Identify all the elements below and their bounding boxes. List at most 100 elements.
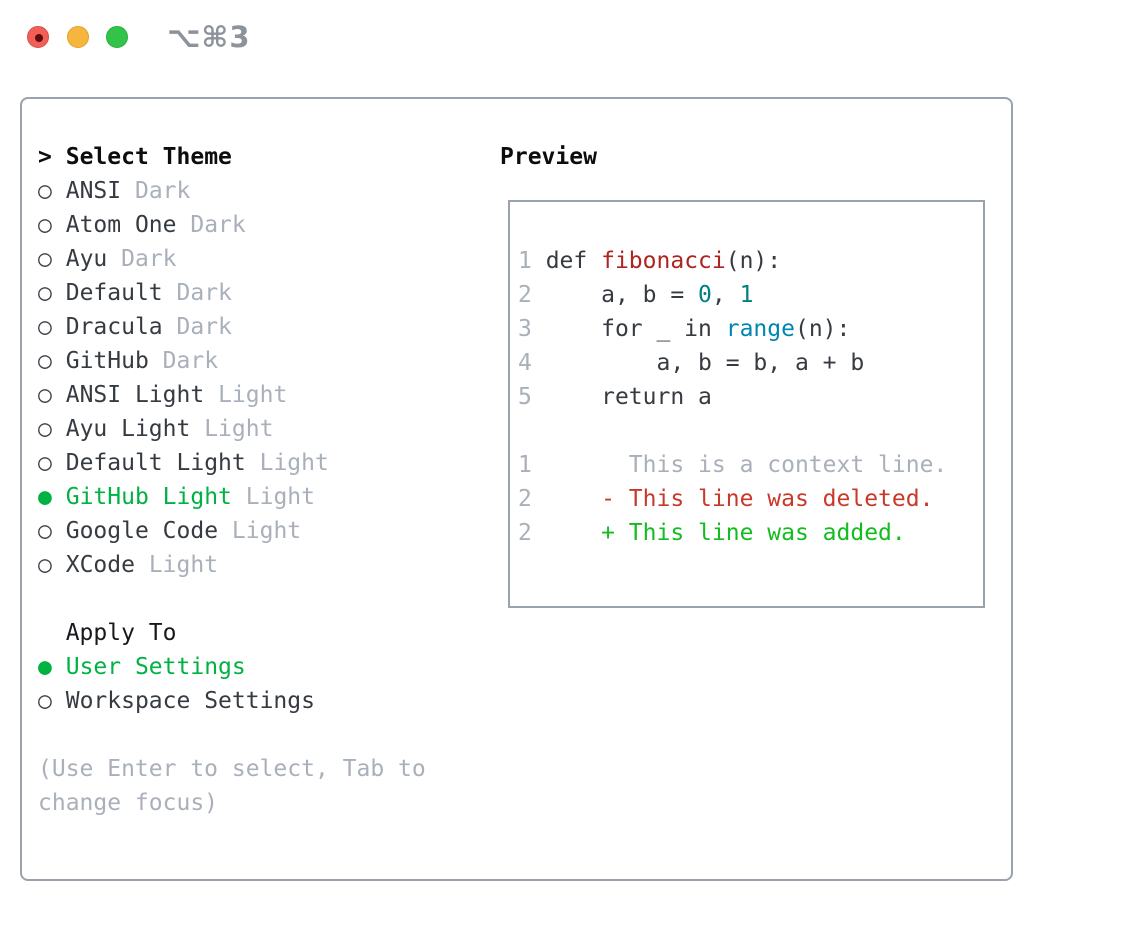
theme-variant-tag: Light	[218, 382, 288, 408]
preview-code-line: 2 - This line was deleted.	[518, 482, 983, 516]
theme-variant-tag: Light	[259, 450, 329, 476]
theme-option-github-light[interactable]: ● GitHub Light Light	[38, 480, 426, 514]
minimize-button[interactable]	[67, 26, 89, 48]
theme-name: ANSI Light	[65, 382, 205, 408]
radio-selected-icon: ●	[38, 654, 52, 680]
theme-variant-tag: Light	[245, 484, 315, 510]
preview-code-line: 1 def fibonacci(n):	[518, 244, 983, 278]
spacer-row	[38, 582, 426, 616]
close-dot-icon	[35, 34, 43, 42]
select-theme-header-label: Select Theme	[65, 144, 232, 170]
theme-option-default-light[interactable]: ○ Default Light Light	[38, 446, 426, 480]
line-number: 1	[518, 248, 532, 274]
line-number: 3	[518, 316, 532, 342]
theme-option-default[interactable]: ○ Default Dark	[38, 276, 426, 310]
theme-variant-tag: Light	[204, 416, 274, 442]
code-token: - This line was deleted.	[531, 486, 934, 512]
code-token: def	[531, 248, 602, 274]
apply-target-name: User Settings	[65, 654, 246, 680]
theme-variant-tag: Light	[231, 518, 302, 544]
apply-option-user-settings[interactable]: ● User Settings	[38, 650, 426, 684]
theme-name: GitHub	[65, 348, 149, 374]
preview-code-line: 4 a, b = b, a + b	[518, 346, 983, 380]
theme-name: GitHub Light	[65, 484, 232, 510]
help-text-line1: (Use Enter to select, Tab to	[38, 756, 426, 782]
code-token: for _ in	[531, 316, 726, 342]
code-token: 1	[739, 282, 754, 308]
zoom-button[interactable]	[106, 26, 128, 48]
theme-list: ○ ANSI Dark○ Atom One Dark○ Ayu Dark○ De…	[38, 174, 426, 582]
theme-option-ayu-light[interactable]: ○ Ayu Light Light	[38, 412, 426, 446]
theme-option-dracula[interactable]: ○ Dracula Dark	[38, 310, 426, 344]
radio-unselected-icon: ○	[38, 246, 52, 272]
theme-option-ayu[interactable]: ○ Ayu Dark	[38, 242, 426, 276]
radio-unselected-icon: ○	[38, 348, 52, 374]
code-token: range	[725, 316, 795, 342]
theme-variant-tag: Dark	[190, 212, 246, 238]
radio-unselected-icon: ○	[38, 416, 52, 442]
preview-code-line: 3 for _ in range(n):	[518, 312, 983, 346]
preview-code-line: 2 + This line was added.	[518, 516, 983, 550]
code-token: a, b = b, a + b	[531, 350, 865, 376]
preview-code-line	[518, 414, 983, 448]
code-token: + This line was added.	[531, 520, 906, 546]
apply-to-list: ● User Settings○ Workspace Settings	[38, 650, 426, 718]
theme-variant-tag: Dark	[121, 246, 177, 272]
theme-picker-panel: > Select Theme ○ ANSI Dark○ Atom One Dar…	[20, 97, 1013, 881]
radio-unselected-icon: ○	[38, 688, 52, 714]
theme-option-google-code[interactable]: ○ Google Code Light	[38, 514, 426, 548]
radio-unselected-icon: ○	[38, 212, 52, 238]
code-token: (n):	[794, 316, 851, 342]
preview-header: Preview	[500, 144, 597, 170]
titlebar: ⌥⌘3	[0, 0, 1140, 76]
line-number: 4	[518, 350, 532, 376]
theme-variant-tag: Light	[148, 552, 219, 578]
line-number: 5	[518, 384, 532, 410]
theme-name: Ayu Light	[65, 416, 191, 442]
code-token: return a	[531, 384, 712, 410]
radio-unselected-icon: ○	[38, 314, 52, 340]
radio-unselected-icon: ○	[38, 518, 52, 544]
window-title: ⌥⌘3	[167, 20, 251, 54]
theme-name: Dracula	[65, 314, 163, 340]
radio-unselected-icon: ○	[38, 450, 52, 476]
radio-unselected-icon: ○	[38, 382, 52, 408]
left-column: > Select Theme ○ ANSI Dark○ Atom One Dar…	[38, 140, 426, 820]
theme-name: ANSI	[65, 178, 122, 204]
code-token: ,	[711, 282, 740, 308]
line-number: 1	[518, 452, 532, 478]
theme-variant-tag: Dark	[176, 280, 232, 306]
line-number: 2	[518, 520, 532, 546]
preview-code-line: 1 This is a context line.	[518, 448, 983, 482]
theme-name: Default	[65, 280, 163, 306]
code-token: This is a context line.	[531, 452, 948, 478]
code-token: a, b =	[531, 282, 699, 308]
code-token: 0	[698, 282, 712, 308]
theme-name: Ayu	[65, 246, 108, 272]
theme-name: XCode	[65, 552, 135, 578]
line-number: 2	[518, 486, 532, 512]
theme-option-github[interactable]: ○ GitHub Dark	[38, 344, 426, 378]
theme-variant-tag: Dark	[162, 348, 219, 374]
close-button[interactable]	[27, 26, 49, 48]
theme-option-ansi-light[interactable]: ○ ANSI Light Light	[38, 378, 426, 412]
line-number: 2	[518, 282, 532, 308]
radio-unselected-icon: ○	[38, 280, 52, 306]
theme-name: Google Code	[65, 518, 219, 544]
spacer-row	[38, 718, 426, 752]
theme-name: Default Light	[65, 450, 246, 476]
theme-option-ansi[interactable]: ○ ANSI Dark	[38, 174, 426, 208]
preview-code-line: 5 return a	[518, 380, 983, 414]
focus-caret-icon: >	[38, 144, 52, 170]
theme-variant-tag: Dark	[176, 314, 232, 340]
code-token: fibonacci	[601, 248, 726, 274]
radio-unselected-icon: ○	[38, 552, 52, 578]
select-theme-header: > Select Theme	[38, 140, 426, 174]
radio-unselected-icon: ○	[38, 178, 52, 204]
theme-option-xcode[interactable]: ○ XCode Light	[38, 548, 426, 582]
apply-option-workspace-settings[interactable]: ○ Workspace Settings	[38, 684, 426, 718]
theme-option-atom-one[interactable]: ○ Atom One Dark	[38, 208, 426, 242]
apply-target-name: Workspace Settings	[65, 688, 315, 714]
